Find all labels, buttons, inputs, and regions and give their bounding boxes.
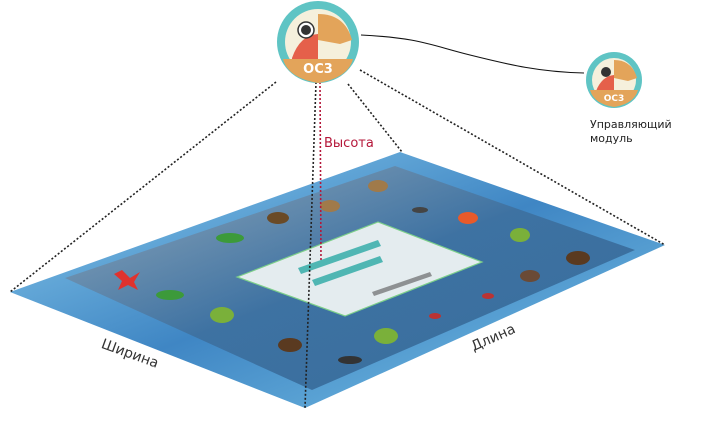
frog-icon bbox=[374, 328, 398, 344]
projection-lines bbox=[9, 69, 666, 409]
crocodile-icon bbox=[156, 290, 184, 300]
projector-hub-logo bbox=[277, 1, 359, 83]
hub-badge-text: ОС3 bbox=[303, 62, 333, 77]
control-module-label-line2: модуль bbox=[590, 132, 633, 145]
crocodile-icon bbox=[216, 233, 244, 243]
control-module-label-line1: Управляющий bbox=[590, 118, 672, 131]
insect-icon bbox=[482, 293, 494, 299]
snail-icon bbox=[320, 200, 340, 212]
control-module-label: Управляющий модуль bbox=[590, 118, 672, 146]
control-module-logo bbox=[586, 52, 642, 108]
panel-title-blur bbox=[298, 240, 383, 286]
beetle-icon bbox=[278, 338, 302, 352]
height-line bbox=[319, 81, 322, 263]
projected-board bbox=[10, 152, 665, 408]
module-badge-text: ОС3 bbox=[604, 94, 625, 104]
connection-cable bbox=[360, 34, 585, 74]
snail-icon bbox=[368, 180, 388, 192]
beetle-icon bbox=[566, 251, 590, 265]
beetle-icon bbox=[520, 270, 540, 282]
frog-icon bbox=[510, 228, 530, 242]
insect-icon bbox=[412, 207, 428, 213]
sea-creatures bbox=[114, 180, 590, 364]
panel-subtitle-blur bbox=[372, 272, 432, 296]
frog-icon bbox=[210, 307, 234, 323]
beetle-icon bbox=[267, 212, 289, 224]
starfish-icon bbox=[114, 270, 140, 290]
crab-icon bbox=[458, 212, 478, 224]
height-label: Высота bbox=[324, 136, 374, 151]
fish-icon bbox=[338, 356, 362, 364]
insect-icon bbox=[429, 313, 441, 319]
